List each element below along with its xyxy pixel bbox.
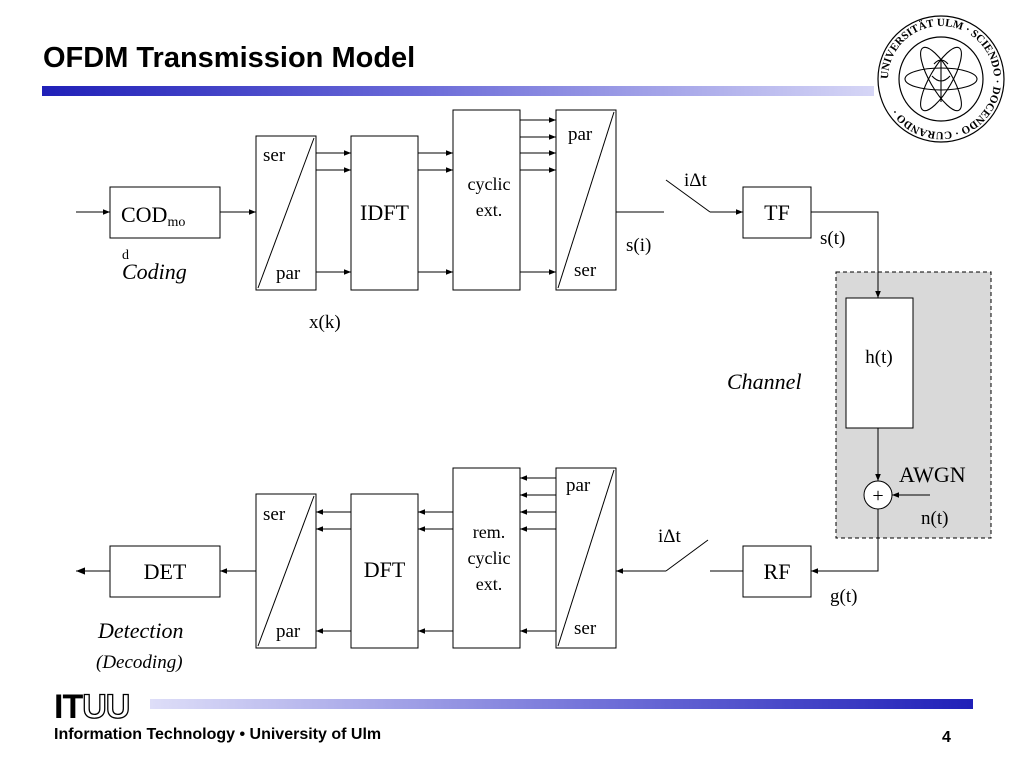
rx-switch-label: iΔt	[658, 526, 681, 547]
page-number: 4	[942, 729, 951, 746]
rf-label: RF	[764, 559, 791, 584]
channel-impulse-block	[845, 297, 914, 429]
transmitter-signal-arrows	[76, 117, 930, 574]
cod-label-suffix: d	[122, 248, 129, 263]
tx-ps-par-label: par	[568, 124, 593, 145]
tx-ps-ser-label: ser	[574, 260, 597, 281]
decoding-label: (Decoding)	[96, 652, 183, 673]
rx-sampling-switch	[665, 539, 709, 572]
rem-cyclic-label-3: ext.	[476, 574, 503, 594]
gt-label: g(t)	[830, 586, 857, 607]
cyclic-ext-label-2: ext.	[476, 200, 503, 220]
dft-block	[350, 493, 419, 649]
rem-cyclic-label-2: cyclic	[468, 548, 511, 568]
dft-label: DFT	[364, 557, 406, 582]
itu-logo: ITUU	[54, 688, 131, 726]
university-seal-logo: UNIVERSITÄT ULM · SCIENDO · DOCENDO · CU…	[877, 15, 1005, 143]
cyclic-ext-block	[452, 109, 521, 291]
footer-org-text: Information Technology • University of U…	[54, 726, 382, 743]
rx-sp-par-label: par	[276, 621, 301, 642]
awgn-label: AWGN	[899, 462, 966, 487]
st-label: s(t)	[820, 228, 845, 249]
channel-label: Channel	[727, 369, 802, 394]
cod-block	[109, 186, 221, 239]
tf-label: TF	[764, 200, 790, 225]
det-label: DET	[144, 559, 187, 584]
rx-ps-ser-label: ser	[574, 618, 597, 639]
tx-sp-par-label: par	[276, 263, 301, 284]
rx-sp-ser-label: ser	[263, 504, 286, 525]
idft-label: IDFT	[360, 200, 409, 225]
detection-label: Detection	[97, 618, 184, 643]
cod-label: CODmo	[121, 202, 185, 230]
nt-label: n(t)	[921, 508, 948, 529]
footer-bar	[150, 699, 973, 709]
rf-block	[742, 545, 812, 598]
slide-title: OFDM Transmission Model	[43, 42, 416, 74]
si-label: s(i)	[626, 235, 651, 256]
det-block	[109, 545, 221, 598]
sampling-switch	[665, 179, 711, 213]
rem-cyclic-label-1: rem.	[473, 522, 505, 542]
title-underline-bar	[42, 86, 874, 96]
receiver-signal-arrows	[76, 475, 743, 634]
adder-plus-label: +	[872, 485, 883, 507]
cyclic-ext-label-1: cyclic	[468, 174, 511, 194]
tx-sp-ser-label: ser	[263, 145, 286, 166]
tx-switch-label: iΔt	[684, 170, 707, 191]
idft-block	[350, 135, 419, 291]
remove-cyclic-ext-block	[452, 467, 521, 649]
coding-label: Coding	[122, 259, 187, 284]
xk-label: x(k)	[309, 312, 341, 333]
rx-ps-par-label: par	[566, 475, 591, 496]
ht-label: h(t)	[865, 347, 892, 368]
